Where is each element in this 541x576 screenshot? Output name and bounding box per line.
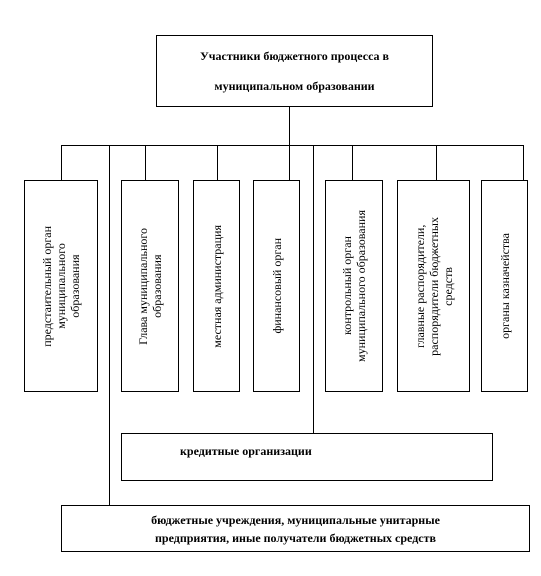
- connector-drop-6: [436, 145, 437, 180]
- connector-to-credit: [313, 145, 314, 433]
- participant-box-budget-managers: главные распорядители, распорядители бюд…: [397, 180, 470, 392]
- connector-horizontal-bus: [61, 145, 523, 146]
- title-line-1: Участники бюджетного процесса в: [199, 49, 390, 63]
- connector-title-down: [289, 107, 290, 146]
- recipients-line-1: бюджетные учреждения, муниципальные унит…: [151, 512, 440, 527]
- credit-organizations-label: кредитные организации: [180, 444, 312, 458]
- participant-box-head: Глава муниципального образования: [121, 180, 179, 392]
- connector-to-recipients: [109, 145, 110, 505]
- connector-drop-4: [289, 145, 290, 180]
- connector-drop-5: [352, 145, 353, 180]
- participant-box-financial-body: финансовый орган: [253, 180, 300, 392]
- participant-label: органы казначейства: [497, 233, 512, 339]
- participant-label: Глава муниципального образования: [136, 227, 164, 345]
- participant-box-treasury: органы казначейства: [481, 180, 528, 392]
- connector-drop-2: [145, 145, 146, 180]
- credit-organizations-box: кредитные организации: [121, 433, 493, 481]
- participant-box-control-body: контрольный орган муниципального образов…: [325, 180, 383, 392]
- participant-box-representative-body: предстаительный орган муниципального обр…: [24, 180, 98, 392]
- connector-drop-3: [217, 145, 218, 180]
- recipients-line-2: предприятия, иные получатели бюджетных с…: [155, 530, 436, 545]
- participant-label: финансовый орган: [269, 238, 284, 334]
- participant-label: главные распорядители, распорядители бюд…: [412, 216, 455, 356]
- participant-label: местная администрация: [209, 224, 224, 348]
- participant-label: предстаительный орган муниципального обр…: [40, 225, 82, 347]
- connector-drop-7: [523, 145, 524, 180]
- title-line-2: муниципальном образовании: [214, 79, 375, 93]
- participant-box-administration: местная администрация: [193, 180, 240, 392]
- title-box: Участники бюджетного процесса в муниципа…: [156, 35, 433, 107]
- connector-drop-1: [61, 145, 62, 180]
- recipients-box: бюджетные учреждения, муниципальные унит…: [61, 505, 530, 552]
- participant-label: контрольный орган муниципального образов…: [340, 210, 368, 362]
